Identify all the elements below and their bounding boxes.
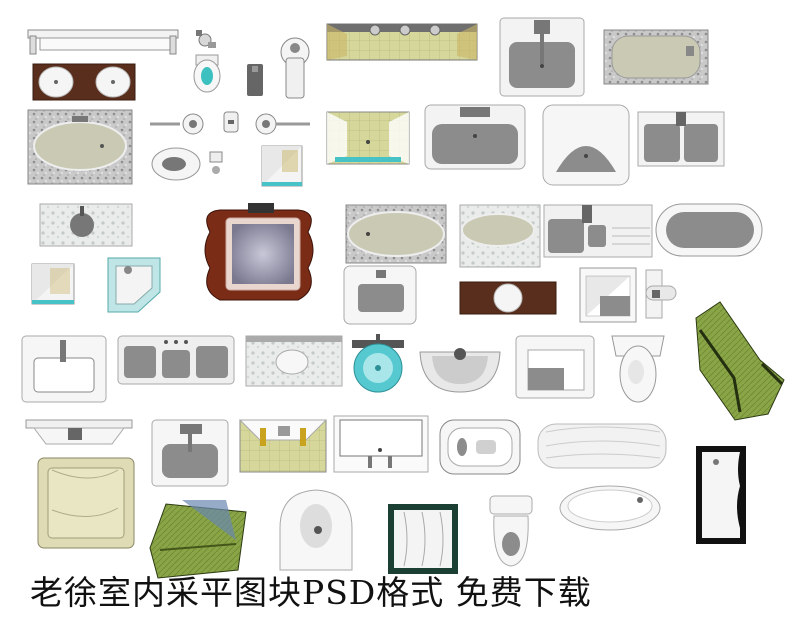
towel-bar-icon	[27, 29, 179, 55]
oval-granite-sink-icon	[39, 203, 133, 247]
hair-dryer-icon	[247, 64, 263, 96]
double-basin-icon	[542, 104, 630, 186]
pedestal-sink-icon	[280, 37, 310, 99]
caption: 老徐室内采平图块PSD格式 免费下载	[30, 573, 592, 612]
square-sink-icon	[107, 257, 161, 313]
stacked-towels-icon	[696, 446, 746, 544]
toilet-small-icon	[193, 54, 221, 93]
triple-basin-icon	[21, 335, 107, 403]
bathtub-icon	[603, 29, 709, 85]
marble-counter-icon	[637, 111, 725, 167]
folded-towel-green-icon	[645, 269, 677, 319]
towel-rack-icon	[579, 267, 637, 323]
mosaic-sink-icon	[151, 419, 229, 487]
corner-basin-icon	[655, 203, 763, 257]
toilet-icon	[515, 335, 595, 399]
squat-pan-icon	[149, 500, 247, 579]
glass-corner-shower-icon	[31, 263, 75, 305]
kitchen-sink-icon	[459, 204, 541, 268]
oval-sink-granite-icon	[27, 109, 133, 185]
rolled-towels-icon	[439, 419, 521, 475]
shower-curtain-frame-icon	[279, 489, 353, 571]
ornate-mirror-icon	[204, 203, 314, 301]
long-bathtub-icon	[543, 204, 653, 258]
framed-sink-icon	[419, 348, 501, 393]
green-towels-icon	[37, 457, 135, 549]
vanity-counter-icon	[326, 23, 478, 61]
corner-shower-icon	[261, 145, 303, 187]
oval-speckled-sink-icon	[345, 204, 447, 264]
counter-with-sink-icon	[611, 335, 665, 403]
toilet-bowl-icon	[388, 504, 458, 574]
shower-heads-icon	[150, 111, 310, 135]
rect-sink-icon	[326, 111, 410, 165]
half-round-sink-icon	[352, 334, 404, 393]
double-sink-wood-icon	[32, 63, 136, 101]
bidet-icon	[151, 147, 223, 181]
squat-toilet-icon	[333, 415, 429, 473]
freestanding-tub-icon	[489, 495, 533, 567]
teal-vessel-sink-icon	[245, 335, 343, 387]
shower-tray-icon	[459, 281, 557, 315]
narrow-bathtub-icon	[537, 423, 667, 469]
sink-with-faucet-icon	[499, 17, 585, 97]
faucet-icon	[196, 30, 216, 48]
marble-round-sink-icon	[117, 335, 235, 385]
round-sink-icon	[424, 104, 526, 170]
trough-sink-icon	[238, 419, 328, 473]
oval-tub-icon	[559, 485, 661, 531]
sink-cabinet-icon	[25, 419, 133, 445]
wood-counter-sink-icon	[343, 265, 417, 325]
wall-sink-icon	[695, 301, 785, 421]
